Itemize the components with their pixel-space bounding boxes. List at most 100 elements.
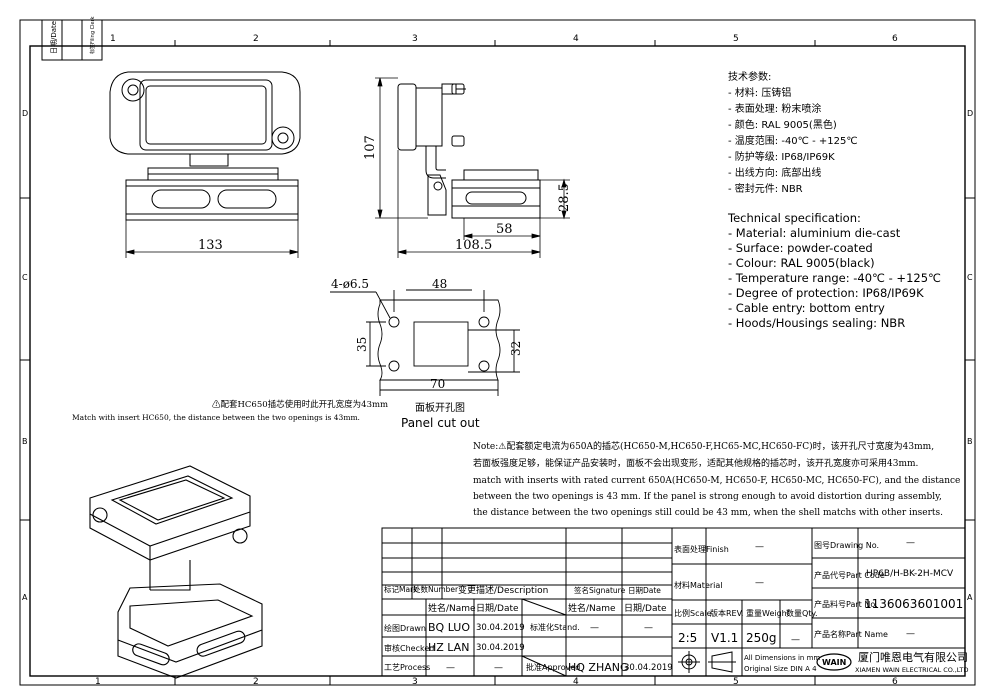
cutout-left-dim: 35	[355, 337, 369, 352]
tb-mark: 标记Mark	[384, 584, 418, 594]
note-small-cn: ⚠配套HC650插芯使用时此开孔宽度为43mm	[212, 399, 388, 410]
tech-en-line: - Surface: powder-coated	[728, 241, 873, 255]
filing-box	[41, 19, 103, 61]
tb-part-code-label: 产品代号Part Code	[814, 570, 885, 580]
cutout-holes-label: 4-ø6.5	[331, 277, 369, 291]
tech-spec-cn: 技术参数: - 材料: 压铸铝 - 表面处理: 粉末喷涂 - 颜色: RAL 9…	[728, 70, 858, 195]
col-2-top: 2	[253, 34, 259, 44]
tb-number: 处数Number	[413, 584, 459, 594]
tb-std-date-header: 日期/Date	[624, 603, 667, 614]
tb-drawn-date: 30.04.2019	[476, 623, 525, 633]
col-4-top: 4	[573, 34, 579, 44]
col-3-top: 3	[412, 34, 418, 44]
row-a-left: A	[22, 593, 28, 602]
col-6-top: 6	[892, 34, 898, 44]
tb-finish-label: 表面处理Finish	[674, 544, 729, 554]
tb-dims-note-2: Original Size DIN A 4	[744, 665, 817, 673]
company-logo: WAIN	[816, 653, 852, 671]
tb-process-date: —	[494, 663, 503, 673]
note-main-line: match with inserts with rated current 65…	[473, 475, 960, 486]
note-main-line: Note:⚠配套额定电流为650A的插芯(HC650-M,HC650-F,HC6…	[473, 440, 934, 452]
dim-28	[540, 178, 570, 220]
dim-107-label: 107	[363, 135, 378, 160]
tech-cn-line: - 材料: 压铸铝	[728, 86, 791, 99]
mount-hole	[388, 360, 400, 372]
tb-drawing-no-value: —	[906, 538, 915, 548]
col-1-top: 1	[110, 34, 116, 44]
tech-en-line: - Degree of protection: IP68/IP69K	[728, 286, 924, 300]
tb-std-name-header: 姓名/Name	[568, 602, 616, 614]
tech-en-line: - Temperature range: -40℃ - +125℃	[728, 271, 941, 285]
tb-weight-label: 重量Weight	[746, 608, 790, 618]
cutout-title-cn: 面板开孔图	[415, 401, 465, 414]
row-a-right: A	[967, 593, 973, 602]
tb-company-en: XIAMEN WAIN ELECTRICAL CO.,LTD	[855, 666, 969, 674]
tech-spec-en: Technical specification: - Material: alu…	[727, 211, 941, 330]
tb-part-name-value: —	[906, 629, 915, 639]
dim-58-label: 58	[496, 222, 513, 237]
note-main-line: 若面板强度足够，能保证产品安装时，面板不会出现变形，适配其他规格的插芯时，该开孔…	[473, 457, 919, 469]
tb-scale-label: 比例Scale	[674, 608, 712, 618]
dim-108	[397, 150, 541, 258]
tb-approved: 批准Approved	[526, 662, 580, 672]
tech-en-line: - Cable entry: bottom entry	[728, 301, 885, 315]
tb-process-name: —	[446, 663, 455, 673]
col-5-bottom: 5	[733, 677, 739, 687]
note-small-en: Match with insert HC650, the distance be…	[72, 413, 360, 422]
title-block	[381, 527, 966, 677]
tb-stand-name: —	[590, 623, 599, 633]
row-b-right: B	[967, 437, 973, 446]
dim-133	[125, 220, 299, 258]
mount-hole	[478, 360, 490, 372]
front-view-housing	[125, 167, 299, 221]
col-4-bottom: 4	[573, 677, 579, 687]
tb-signature: 签名Signature	[574, 585, 626, 595]
tb-part-code-value: HP6B/H-BK-2H-MCV	[866, 569, 954, 579]
note-main-line: between the two openings is 43 mm. If th…	[473, 492, 942, 502]
dim-28-label: 28.5	[557, 183, 572, 212]
col-3-bottom: 3	[412, 677, 418, 687]
tb-checked: 审核Checked	[384, 643, 434, 653]
tb-process: 工艺Process	[384, 663, 430, 672]
tb-checked-date: 30.04.2019	[476, 643, 525, 653]
tech-en-line: - Material: aluminium die-cast	[728, 226, 901, 240]
tech-cn-line: - 密封元件: NBR	[728, 182, 803, 195]
outer-frame	[19, 19, 976, 686]
tb-date: 日期Date	[628, 586, 661, 595]
side-label-clerk: 标签Filing Clerk	[89, 16, 96, 54]
tech-cn-line: - 防护等级: IP68/IP69K	[728, 150, 835, 163]
note-main-line: the distance between the two openings st…	[473, 508, 943, 518]
tb-drawn-name: BQ LUO	[428, 621, 470, 634]
dim-107	[375, 77, 428, 219]
row-b-left: B	[22, 437, 28, 446]
cutout-top-dim: 48	[432, 277, 447, 291]
tb-date-header: 日期/Date	[476, 603, 519, 614]
projection-icon	[678, 651, 736, 673]
col-5-top: 5	[733, 34, 739, 44]
tb-scale-value: 2:5	[678, 631, 697, 645]
tech-cn-line: - 出线方向: 底部出线	[728, 166, 821, 179]
tech-en-title: Technical specification:	[727, 211, 861, 225]
col-6-bottom: 6	[892, 677, 898, 687]
isometric-sketch	[89, 465, 263, 679]
tech-cn-line: - 温度范围: -40℃ - +125℃	[728, 134, 858, 147]
dim-58	[463, 218, 541, 240]
logo-text: WAIN	[822, 658, 846, 667]
tb-qty-value: —	[791, 635, 800, 645]
mount-hole	[478, 316, 490, 328]
tb-drawn: 绘图Drawn	[384, 623, 426, 633]
mount-hole	[388, 316, 400, 328]
cutout-title-en: Panel cut out	[401, 416, 480, 430]
cutout-right-dim: 32	[509, 341, 523, 356]
tb-weight-value: 250g	[746, 631, 777, 645]
dim-133-label: 133	[198, 238, 223, 253]
dim-108-label: 108.5	[455, 238, 492, 253]
tb-part-no-label: 产品料号Part No.	[814, 599, 878, 609]
side-label-date: 日期/Date	[50, 21, 58, 54]
tb-name-header: 姓名/Name	[428, 602, 476, 614]
tb-qty-label: 数量Qty.	[786, 608, 818, 618]
tb-rev-value: V1.1	[711, 631, 738, 645]
tech-cn-title: 技术参数:	[728, 70, 771, 83]
tb-stand-date: —	[644, 623, 653, 633]
tb-part-name-label: 产品名称Part Name	[814, 629, 888, 639]
